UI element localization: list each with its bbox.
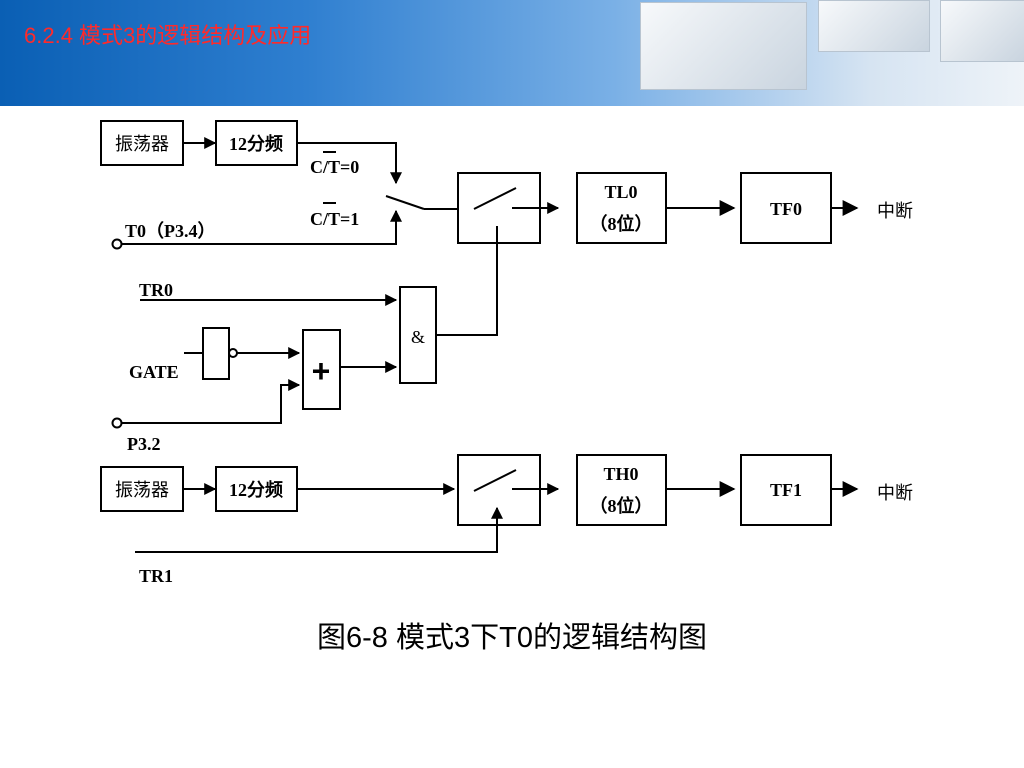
or-gate <box>302 329 341 410</box>
interrupt-label-lower: 中断 <box>877 483 913 503</box>
slide-title: 6.2.4 模式3的逻辑结构及应用 <box>24 23 312 48</box>
slide-header: 6.2.4 模式3的逻辑结构及应用 <box>0 0 1024 106</box>
oscillator-label-lower: 振荡器 <box>115 480 169 500</box>
decorative-cube <box>640 2 807 90</box>
th0-bits-label: （8位） <box>590 495 653 516</box>
p32-pin-terminal <box>111 417 123 429</box>
ct1-label: C/T=1 <box>310 209 359 229</box>
t0-to-selector-wire <box>122 209 402 245</box>
tf1-label: TF1 <box>770 480 802 500</box>
tr1-wire <box>135 509 498 553</box>
decorative-cube <box>818 0 930 52</box>
inverter-gate <box>202 327 230 380</box>
divider-label-lower: 12分频 <box>229 479 283 500</box>
ct0-label: C/T=0 <box>310 157 359 177</box>
tf0-label: TF0 <box>770 199 802 219</box>
interrupt-label-upper: 中断 <box>877 201 913 221</box>
divider-box <box>215 120 298 166</box>
figure-caption: 图6-8 模式3下T0的逻辑结构图 <box>317 622 707 654</box>
divider-to-selector-wire <box>297 142 402 185</box>
tl0-box <box>576 172 667 244</box>
control-switch-blade <box>473 187 517 210</box>
and-to-switch-control-wire <box>436 226 498 336</box>
divider-box-lower <box>215 466 298 512</box>
decorative-cube <box>940 0 1024 62</box>
p32-label: P3.2 <box>127 434 161 454</box>
t0-pin-label: T0（P3.4） <box>125 221 216 241</box>
tr0-label: TR0 <box>139 280 173 300</box>
divider-label: 12分频 <box>229 133 283 154</box>
tr1-label: TR1 <box>139 566 173 586</box>
gate-label: GATE <box>129 362 179 382</box>
selector-switch-blade <box>385 195 425 210</box>
tl0-label: TL0 <box>604 182 637 202</box>
and-gate <box>399 286 437 384</box>
p32-to-or-wire <box>122 379 301 424</box>
tl0-bits-label: （8位） <box>590 213 653 234</box>
th0-label: TH0 <box>603 464 638 484</box>
oscillator-box-lower <box>100 466 184 512</box>
and-symbol: & <box>411 327 425 347</box>
control-switch-blade-lower <box>473 469 517 492</box>
oscillator-box <box>100 120 184 166</box>
th0-box <box>576 454 667 526</box>
oscillator-label: 振荡器 <box>115 134 169 154</box>
t0-pin-terminal <box>111 238 123 250</box>
inverter-bubble <box>228 348 238 358</box>
or-symbol: + <box>312 353 331 389</box>
